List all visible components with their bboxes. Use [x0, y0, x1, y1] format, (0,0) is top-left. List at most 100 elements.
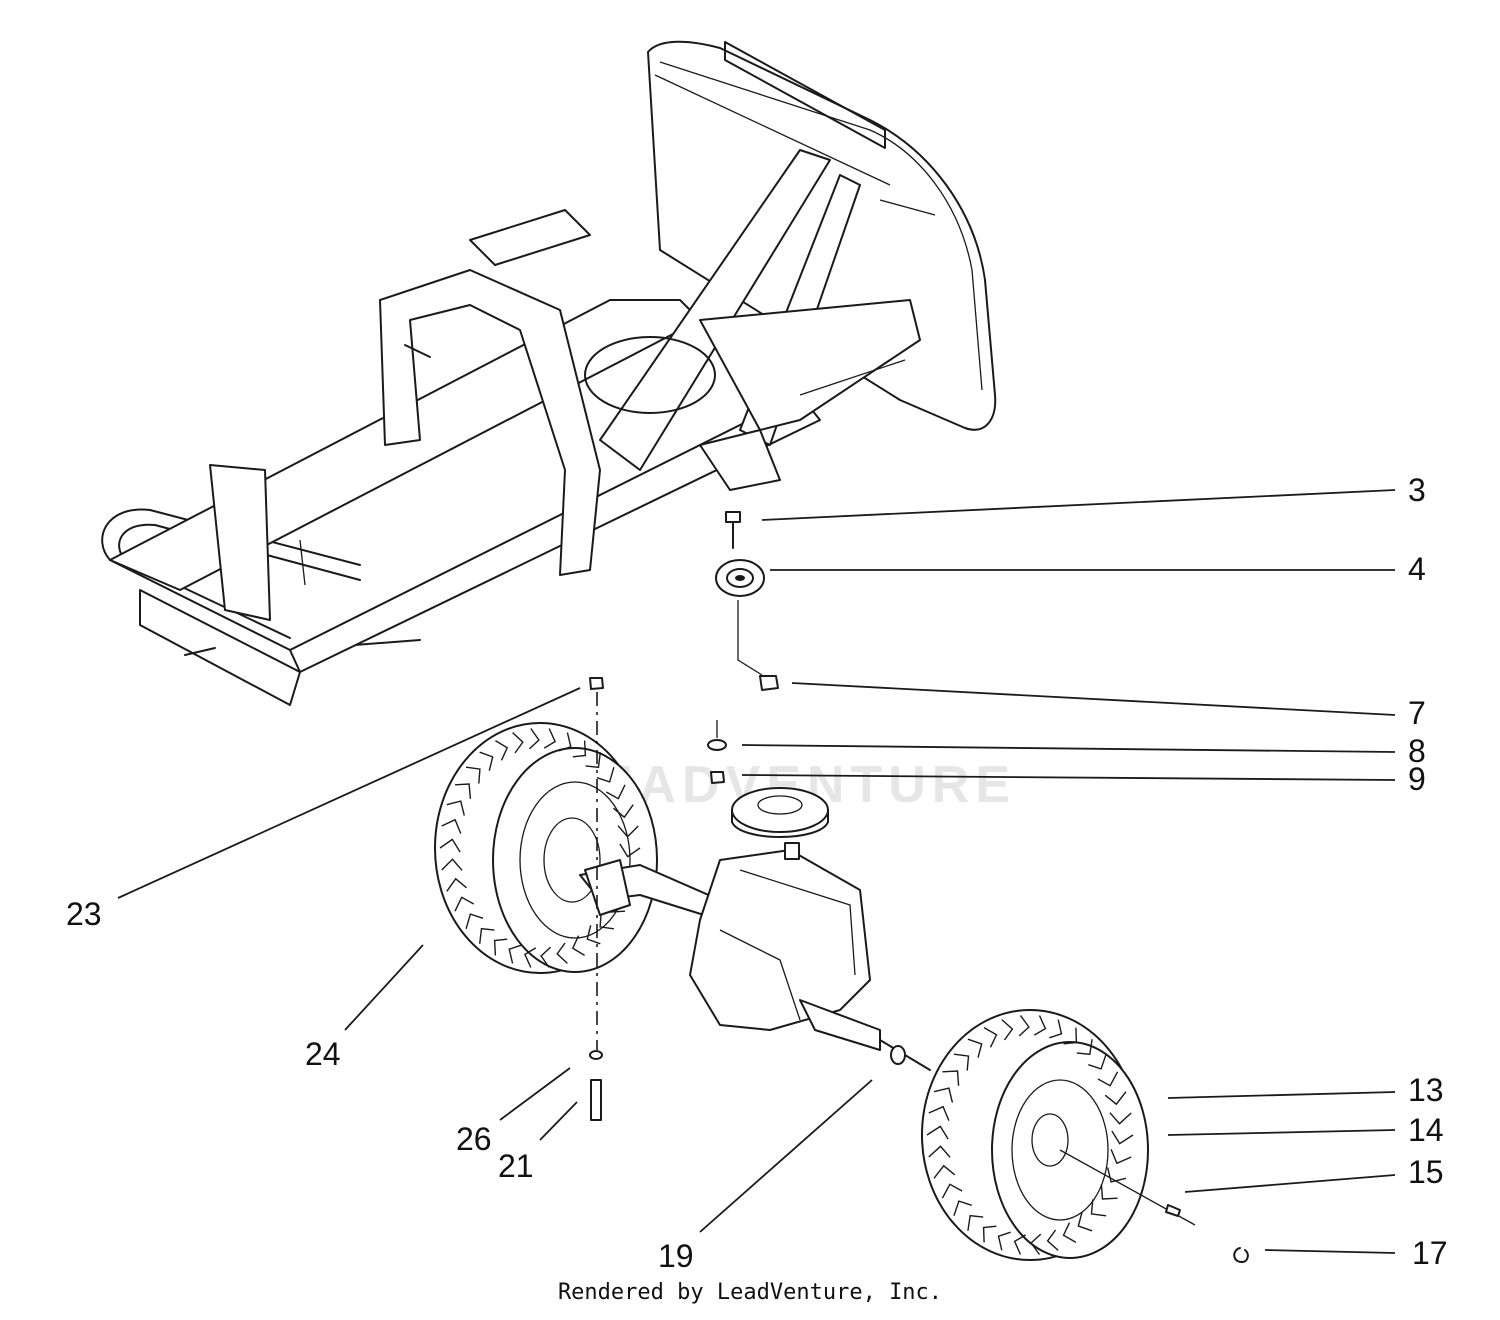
tire-tread-mark [983, 1026, 998, 1048]
tire-tread-mark [1046, 1229, 1059, 1251]
leader-19 [699, 1079, 873, 1233]
tire-tread-mark [1076, 1039, 1093, 1056]
tire-tread-mark [524, 947, 537, 968]
tire-tread-mark [1110, 1149, 1132, 1165]
tire-tread-mark [1063, 1027, 1078, 1045]
tire-tread-mark [1109, 1112, 1132, 1125]
tire-tread-mark [508, 944, 522, 964]
callout-15: 15 [1408, 1154, 1444, 1190]
tire-tread-mark [556, 942, 568, 964]
leader-3 [761, 489, 1396, 521]
callout-21: 21 [498, 1148, 534, 1184]
tire-tread-mark [572, 740, 587, 758]
tire-tread-mark [967, 1038, 983, 1058]
tire-tread-mark [1001, 1019, 1014, 1041]
leader-7 [791, 682, 1396, 716]
tire-tread-mark [942, 1070, 960, 1086]
callout-24: 24 [305, 1036, 341, 1072]
tire-tread-mark [1104, 1091, 1127, 1106]
callout-9: 9 [1408, 761, 1426, 797]
leader-8 [741, 744, 1396, 753]
tire-tread-mark [926, 1125, 949, 1140]
tire-tread-mark [605, 784, 626, 800]
leader-26 [499, 1067, 571, 1121]
tire-tread-mark [596, 767, 615, 783]
leader-9 [741, 774, 1396, 781]
leader-17 [1264, 1249, 1396, 1254]
tire-tread-mark [465, 913, 484, 929]
tire-tread-mark [1097, 1071, 1119, 1087]
tire-tread-mark [1062, 1222, 1077, 1244]
tire-tread-mark [982, 1225, 997, 1243]
tire-tread-mark [585, 752, 601, 769]
callout-17: 17 [1412, 1235, 1448, 1271]
tire-tread-mark [953, 1053, 970, 1071]
tire-tread-mark [466, 766, 481, 784]
right-rear-wheel [921, 1009, 1249, 1263]
tire-tread-mark [1030, 1233, 1042, 1255]
tire-tread-mark [1090, 1199, 1107, 1217]
callout-3: 3 [1408, 472, 1426, 508]
tire-tread-mark [495, 740, 509, 761]
tire-tread-mark [933, 1164, 956, 1179]
tire-tread-mark [612, 804, 634, 819]
tire-tread-mark [1049, 1019, 1063, 1039]
callout-26: 26 [456, 1121, 492, 1157]
tire-tread-mark [528, 728, 540, 750]
tire-tread-mark [586, 925, 601, 945]
tire-tread-mark [512, 732, 524, 754]
tire-tread-mark [446, 800, 465, 816]
callout-4: 4 [1408, 551, 1426, 587]
tire-tread-mark [1106, 1167, 1127, 1183]
tire-tread-mark [540, 946, 552, 968]
tire-tread-mark [1100, 1184, 1118, 1200]
tire-tread-mark [446, 877, 468, 892]
leader-15 [1184, 1174, 1396, 1193]
tire-tread-mark [454, 896, 475, 912]
tire-tread-mark [571, 935, 585, 956]
callout-7: 7 [1408, 695, 1426, 731]
tire-tread-mark [619, 843, 641, 858]
tire-tread-mark [1033, 1015, 1047, 1036]
leader-13 [1167, 1091, 1396, 1099]
tire-tread-mark [479, 751, 494, 771]
leader-14 [1167, 1129, 1396, 1136]
tire-tread-mark [617, 825, 639, 838]
tire-tread-mark [439, 838, 461, 853]
tire-tread-mark [928, 1145, 951, 1158]
tire-tread-mark [441, 818, 462, 834]
transaxle [579, 842, 931, 1071]
callout-13: 13 [1408, 1072, 1444, 1108]
tire-tread-mark [1088, 1053, 1107, 1070]
tire-tread-mark [997, 1231, 1011, 1251]
tire-tread-mark [953, 1200, 972, 1217]
callout-23: 23 [66, 896, 102, 932]
tire-tread-mark [1111, 1130, 1134, 1145]
axle-bolt-stack [589, 677, 604, 1121]
callout-8: 8 [1408, 733, 1426, 769]
leader-21 [539, 1101, 578, 1141]
tire-tread-mark [479, 927, 495, 944]
leader-24 [344, 944, 424, 1031]
tire-tread-mark [928, 1105, 950, 1121]
tire-tread-mark [933, 1087, 954, 1103]
tractor-frame [101, 149, 921, 706]
tire-tread-mark [941, 1183, 963, 1199]
callout-19: 19 [658, 1238, 694, 1274]
tire-tread-mark [454, 783, 472, 799]
tire-tread-mark [1013, 1234, 1027, 1255]
leader-23 [117, 687, 581, 899]
tire-tread-mark [1077, 1212, 1093, 1232]
render-credit: Rendered by LeadVenture, Inc. [557, 1280, 943, 1305]
tire-tread-mark [543, 728, 556, 749]
left-rear-wheel [434, 722, 658, 974]
tire-tread-mark [599, 912, 614, 930]
tire-tread-mark [441, 858, 463, 871]
leader-lines [117, 489, 1396, 1254]
callout-14: 14 [1408, 1112, 1444, 1148]
idler-pulley-assembly [707, 511, 829, 838]
tire-tread-mark [493, 938, 508, 956]
tire-tread-mark [558, 732, 572, 752]
